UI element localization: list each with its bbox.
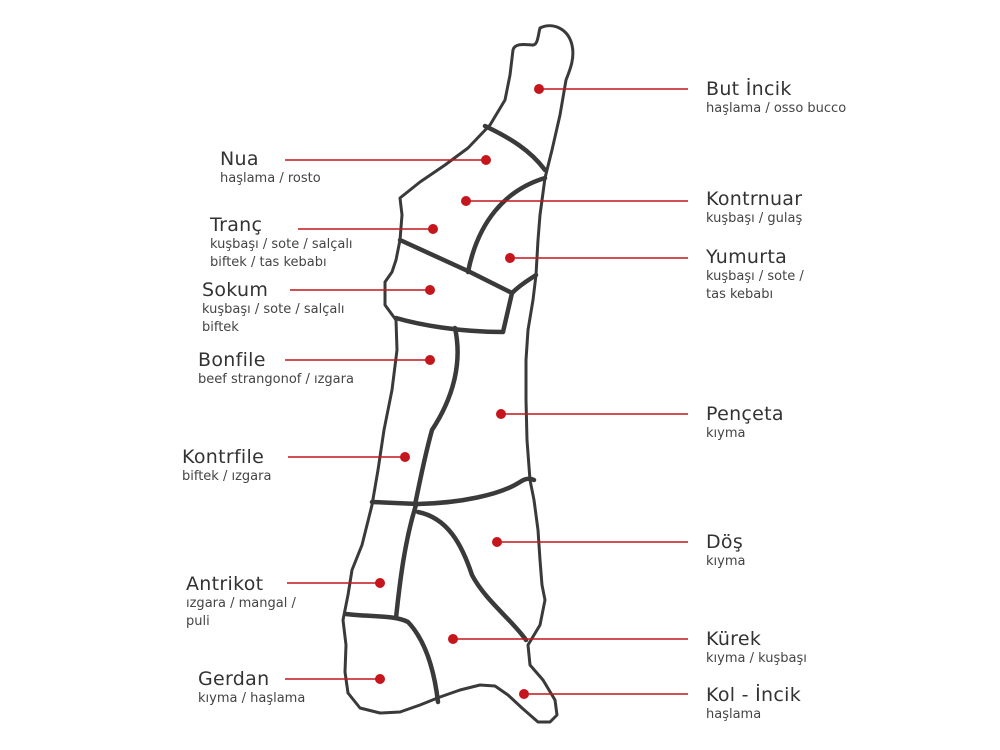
nua-marker-dot <box>481 155 491 165</box>
cut-usage: biftek / tas kebabı <box>210 255 327 270</box>
tranc-marker-dot <box>428 224 438 234</box>
cut-usage: haşlama / rosto <box>220 171 321 186</box>
kol-incik-marker-dot <box>519 689 529 699</box>
kontrnuar-marker-dot <box>461 196 471 206</box>
cut-name: Antrikot <box>186 573 264 595</box>
cut-usage: kıyma / kuşbaşı <box>706 651 807 666</box>
dos-marker-dot <box>492 537 502 547</box>
cut-usage: biftek / ızgara <box>182 469 272 484</box>
cut-name: Bonfile <box>198 349 266 371</box>
sokum-marker-dot <box>425 285 435 295</box>
cut-usage: tas kebabı <box>706 287 774 302</box>
cut-name: Gerdan <box>198 668 270 690</box>
kurek-marker-dot <box>448 634 458 644</box>
cut-usage: beef strangonof / ızgara <box>198 372 354 387</box>
kontrfile-marker-dot <box>400 452 410 462</box>
cut-name: Kürek <box>706 628 762 650</box>
cut-name: Döş <box>706 531 744 553</box>
carcass-outline <box>341 24 575 724</box>
cut-usage: puli <box>186 614 210 629</box>
cut-usage: haşlama / osso bucco <box>706 101 847 116</box>
cut-name: Pençeta <box>706 403 784 425</box>
cut-usage: haşlama <box>706 707 762 722</box>
cut-name: Sokum <box>202 279 269 301</box>
cut-usage: kuşbaşı / gulaş <box>706 211 803 226</box>
cut-usage: kıyma / haşlama <box>198 691 306 706</box>
cut-name: Nua <box>220 148 259 170</box>
cut-name: But İncik <box>706 78 792 100</box>
yumurta-marker-dot <box>505 253 515 263</box>
gerdan-marker-dot <box>375 674 385 684</box>
cut-usage: biftek <box>202 320 239 335</box>
cut-usage: kuşbaşı / sote / salçalı <box>210 237 353 252</box>
cut-usage: kuşbaşı / sote / salçalı <box>202 302 345 317</box>
cut-usage: kıyma <box>706 426 746 441</box>
leader-lines <box>285 84 688 699</box>
antrikot-marker-dot <box>375 578 385 588</box>
penceta-marker-dot <box>496 409 506 419</box>
cut-usage: kuşbaşı / sote / <box>706 269 804 284</box>
cut-name: Kontrfile <box>182 446 265 468</box>
cut-name: Kontrnuar <box>706 188 803 210</box>
cut-name: Yumurta <box>706 246 788 268</box>
cut-usage: ızgara / mangal / <box>186 596 296 611</box>
cut-usage: kıyma <box>706 554 746 569</box>
cut-name: Kol - İncik <box>706 684 802 706</box>
bonfile-marker-dot <box>425 355 435 365</box>
but-incik-marker-dot <box>534 84 544 94</box>
cut-lines <box>343 123 548 705</box>
cut-name: Tranç <box>210 214 263 236</box>
